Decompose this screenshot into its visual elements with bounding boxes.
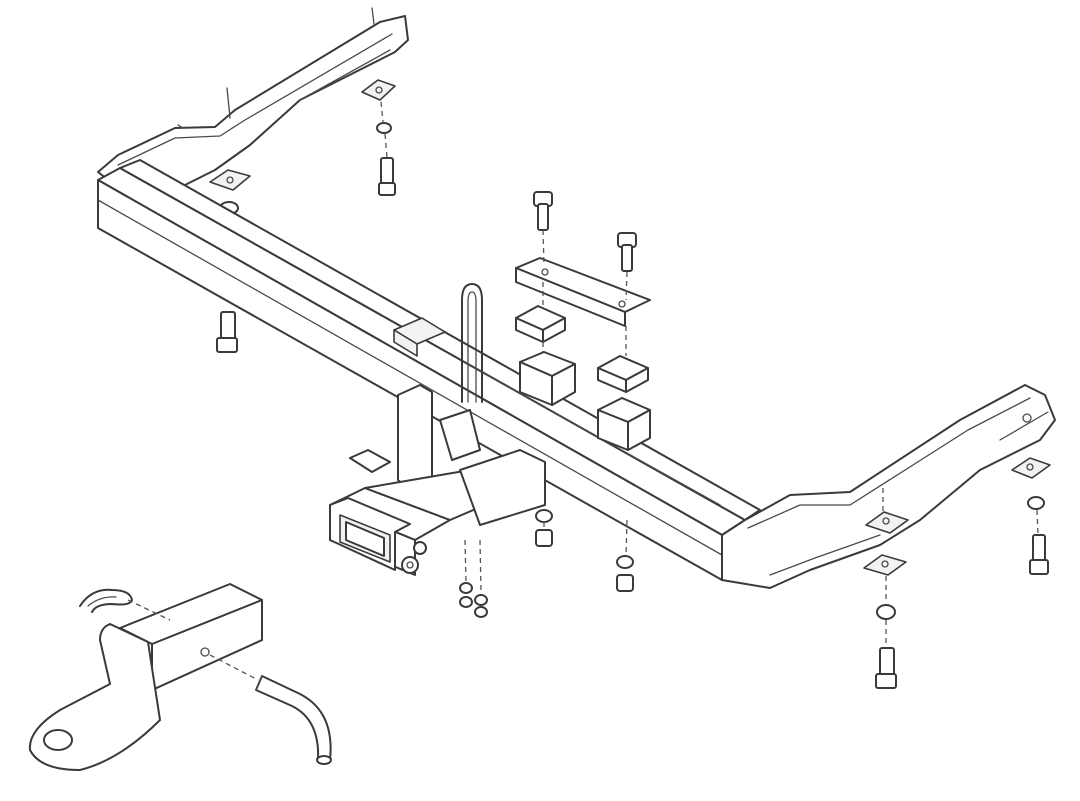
receiver-opening — [329, 497, 411, 571]
nuts-and-washers — [535, 509, 634, 592]
receiver-hardware — [401, 539, 488, 618]
spacer-blocks — [515, 282, 651, 451]
hitch-clip — [79, 588, 133, 613]
left-bracket-hardware — [209, 79, 396, 353]
u-bolt — [461, 283, 483, 403]
hitch-pin — [209, 654, 332, 765]
ball-mount — [28, 583, 263, 771]
mounting-bolts — [533, 191, 637, 301]
right-bracket-hardware — [863, 413, 1051, 689]
right-side-bracket — [721, 384, 1056, 589]
